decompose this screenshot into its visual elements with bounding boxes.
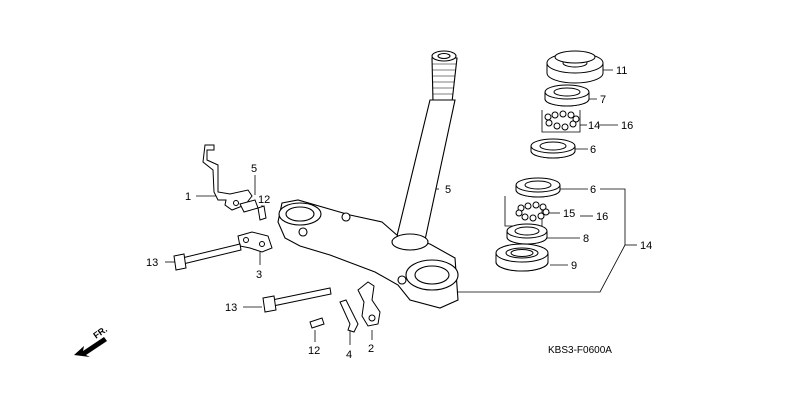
callout-13: 13 xyxy=(146,257,158,269)
cone-race-8 xyxy=(544,84,590,107)
callout-10: 9 xyxy=(571,260,577,272)
callout-16: 16 xyxy=(621,120,633,132)
front-direction-arrow: FR. xyxy=(74,324,109,357)
callout-6: 6 xyxy=(590,184,596,196)
callout-12: 12 xyxy=(258,194,270,206)
callout-4: 4 xyxy=(346,349,352,361)
steel-balls-lower xyxy=(515,201,550,222)
callout-9: 8 xyxy=(583,233,589,245)
callout-13: 13 xyxy=(225,302,237,314)
dust-seal-10 xyxy=(495,243,549,272)
bracket-1 xyxy=(202,144,253,211)
callout-15: 14 xyxy=(640,240,652,252)
callout-5: 5 xyxy=(251,163,257,175)
steering-stem-part xyxy=(277,50,459,309)
callout-16: 16 xyxy=(596,211,608,223)
wire-guide-4 xyxy=(339,299,359,333)
bolt-12-lower xyxy=(309,317,325,329)
clip-2 xyxy=(357,281,381,327)
adjusting-nut-11 xyxy=(546,50,604,84)
bearing-parts xyxy=(495,50,604,272)
clamp-3 xyxy=(237,231,273,253)
callout-2: 2 xyxy=(368,343,374,355)
steel-balls-upper xyxy=(544,110,580,131)
bolt-12-upper xyxy=(257,205,267,221)
callout-8: 7 xyxy=(600,94,606,106)
callout-14: 15 xyxy=(563,208,575,220)
small-parts xyxy=(173,144,381,333)
callout-14: 14 xyxy=(588,120,600,132)
cone-race-9 xyxy=(506,223,548,245)
callout-7: 5 xyxy=(445,184,451,196)
diagram-code: KBS3-F0600A xyxy=(548,345,612,356)
bolt-13-upper xyxy=(181,243,242,265)
callout-labels: 11 7 14 16 6 5 6 15 16 8 14 9 5 1 12 3 1… xyxy=(146,65,652,361)
callout-11: 11 xyxy=(616,65,627,77)
callout-12: 12 xyxy=(308,345,320,357)
callout-3: 3 xyxy=(256,269,262,281)
callout-6: 6 xyxy=(590,144,596,156)
front-label: FR. xyxy=(91,324,109,341)
callout-1: 1 xyxy=(185,191,191,203)
bolt-13-lower xyxy=(271,287,332,307)
ball-race-6-upper xyxy=(530,138,576,159)
ball-race-6-lower xyxy=(515,177,561,198)
